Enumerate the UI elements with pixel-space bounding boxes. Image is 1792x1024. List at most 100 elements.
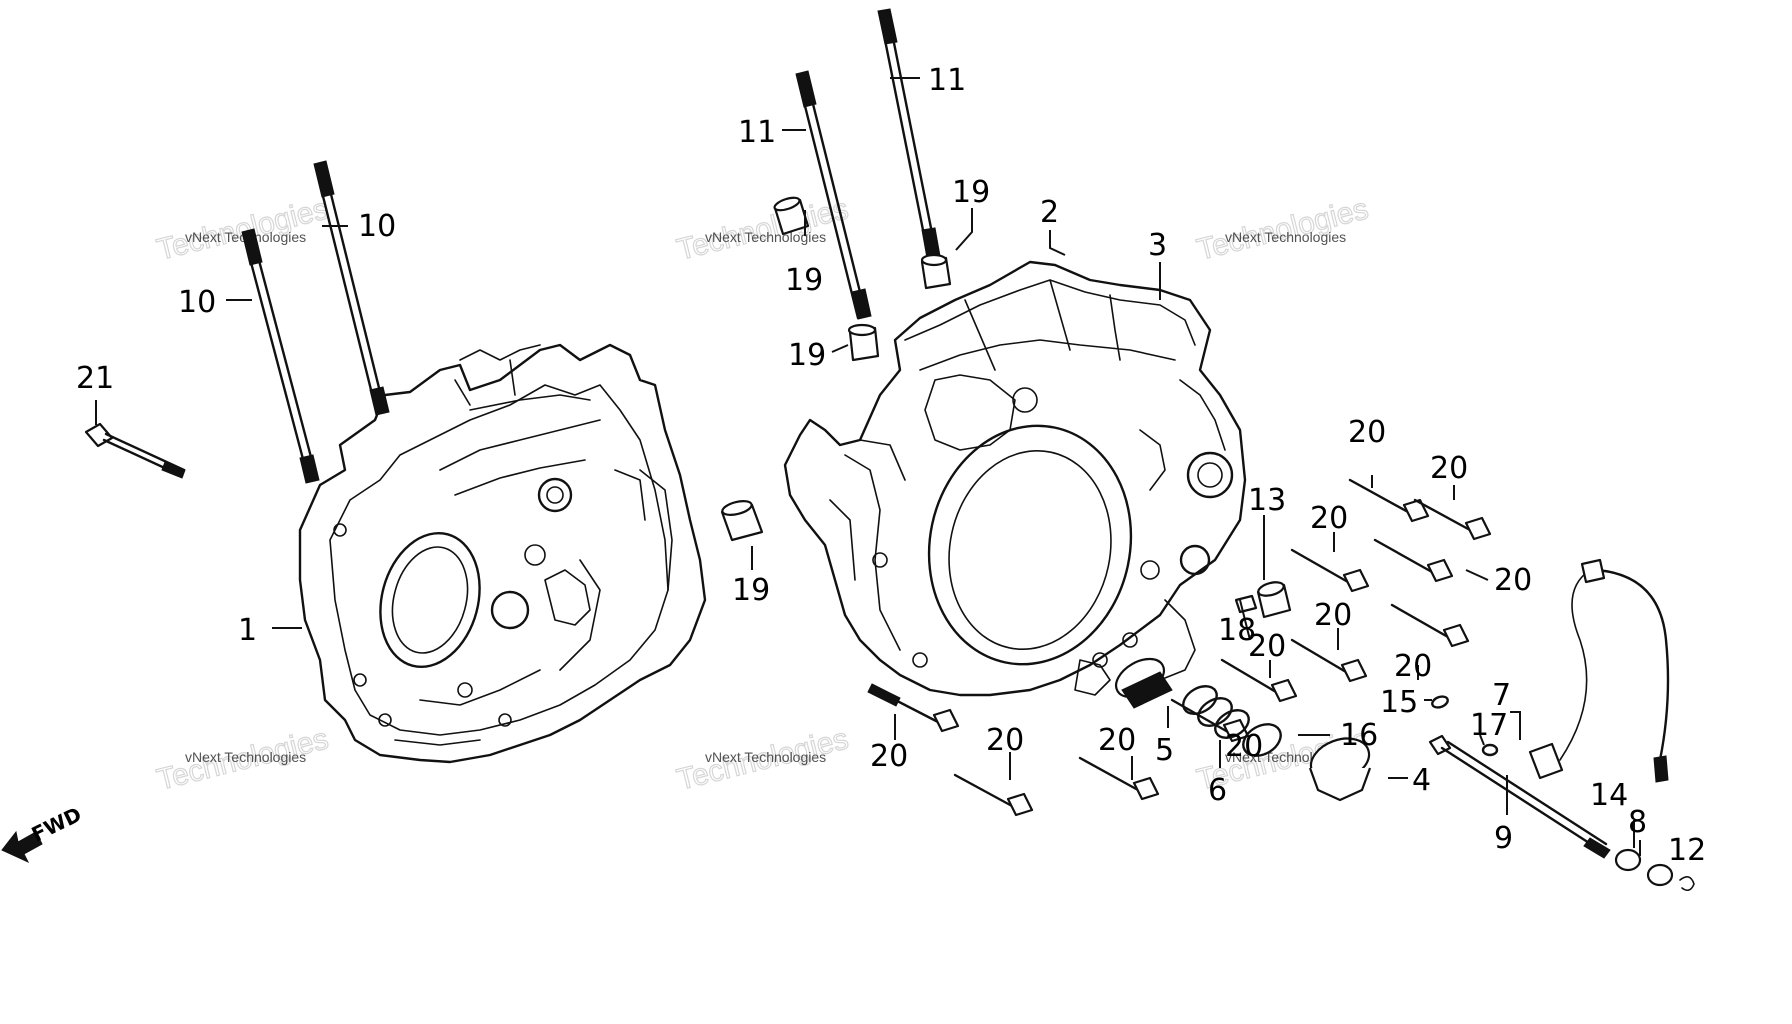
- stud-bolt-thread-bottom: [921, 227, 941, 259]
- fwd-arrow-icon: [1, 830, 43, 864]
- leader-line: [1479, 734, 1485, 746]
- bolt-20: [1290, 638, 1368, 683]
- left-crankcase-bearing-bore: [379, 531, 481, 669]
- left-crankcase-side-lip: [559, 469, 673, 671]
- left-crankcase: [298, 343, 707, 764]
- bolt-head: [1402, 498, 1430, 523]
- spring-coil: [1214, 709, 1250, 739]
- dowel-pin-19: [773, 196, 810, 236]
- bolt-head: [1340, 658, 1368, 683]
- callout-3: 3: [1148, 228, 1167, 263]
- shaft-body: [1440, 746, 1602, 852]
- callout-5: 5: [1155, 733, 1174, 768]
- stud-bolt-thread-top: [795, 70, 817, 108]
- stud-bolt-thread-top: [313, 160, 335, 198]
- cable-terminal: [1653, 755, 1669, 783]
- callout-19-top-left: 19: [785, 263, 823, 298]
- stud-bolt-10-left: [241, 228, 320, 484]
- shaft-body: [1446, 740, 1608, 846]
- watermark-text: vNext Technologies: [1225, 229, 1346, 245]
- callout-14: 14: [1590, 778, 1628, 813]
- callout-15: 15: [1380, 685, 1418, 720]
- left-crankcase-small-hole: [524, 544, 546, 566]
- stud-bolt-11-left: [795, 70, 872, 320]
- dowel-pin-19: [847, 323, 880, 362]
- callout-17: 17: [1470, 708, 1508, 743]
- right-crankcase-bolt-hole: [912, 652, 928, 668]
- callout-19-bottom: 19: [732, 573, 770, 608]
- bolt-shaft: [1078, 756, 1140, 792]
- bolt-20: [1078, 756, 1160, 801]
- bolt-head: [1342, 568, 1370, 593]
- bolt-20: [1390, 603, 1470, 648]
- right-crankcase-boss: [1186, 451, 1234, 499]
- left-crankcase-shaft-hole-inner: [546, 486, 564, 504]
- stud-bolt-11-right: [877, 8, 941, 259]
- leader-line: [831, 344, 849, 353]
- watermark: Technologies vNext Technologies: [673, 192, 852, 268]
- right-crankcase-hole: [1179, 544, 1211, 576]
- watermark: Technologies vNext Technologies: [153, 722, 332, 798]
- neutral-switch-7: [1528, 558, 1670, 783]
- right-crankcase-outline: [783, 260, 1247, 697]
- dowel-pin-19: [920, 253, 952, 290]
- pin-18: [1234, 594, 1258, 614]
- callout-20: 20: [1430, 451, 1468, 486]
- left-crankcase-lower-hole: [490, 590, 530, 630]
- bolt-20: [953, 773, 1034, 817]
- callout-10-left: 10: [178, 285, 216, 320]
- stud-bolt-thread-bottom: [299, 454, 320, 484]
- dowel-pin-end: [920, 253, 948, 267]
- left-crankcase-bolt-hole: [498, 713, 512, 727]
- nut-14: [1614, 848, 1642, 872]
- callout-20: 20: [1310, 501, 1348, 536]
- callout-19-top-right: 19: [952, 175, 990, 210]
- bolt-shaft: [1290, 548, 1350, 584]
- watermark: Technologies vNext Technologies: [673, 722, 852, 798]
- left-crankcase-bottom-rib: [394, 669, 541, 746]
- bolt-head: [1426, 558, 1454, 583]
- spring-coil: [1182, 685, 1218, 715]
- bolt-head: [1006, 792, 1034, 817]
- stud-bolt-shaft: [242, 234, 310, 480]
- shift-drum-shaft-9: [1428, 734, 1611, 859]
- callout-16: 16: [1340, 718, 1378, 753]
- right-crankcase: [783, 260, 1247, 697]
- right-crankcase-boss-inner: [1197, 462, 1223, 488]
- right-crankcase-lower-mount: [1074, 659, 1111, 696]
- o-ring-16: [1242, 723, 1282, 757]
- callout-20: 20: [1098, 723, 1136, 758]
- callout-18: 18: [1218, 613, 1256, 648]
- bolt-thread: [161, 461, 186, 479]
- right-crankcase-clutch-bore: [927, 424, 1133, 666]
- callout-13: 13: [1248, 483, 1286, 518]
- left-crankcase-outline: [298, 343, 707, 764]
- leader-line: [1049, 230, 1066, 256]
- stud-bolt-shaft: [322, 164, 386, 410]
- right-crankcase-frame: [924, 374, 1016, 451]
- bolt-shaft: [1290, 638, 1348, 674]
- nut-8: [1646, 863, 1674, 887]
- right-crankcase-oil-port: [1012, 387, 1038, 413]
- bolt-head: [1222, 718, 1250, 743]
- callout-20: 20: [1225, 729, 1263, 764]
- washer-17: [1481, 743, 1499, 757]
- stud-bolt-shaft: [314, 166, 378, 412]
- callout-10-right: 10: [358, 209, 396, 244]
- oil-filter-screen-5: [1115, 657, 1173, 709]
- stud-bolt-thread-bottom: [851, 288, 872, 320]
- collar-end: [1257, 581, 1285, 597]
- flange-bolts-20: [867, 478, 1492, 817]
- o-ring-15: [1431, 695, 1449, 709]
- callout-19-middle: 19: [788, 338, 826, 373]
- bolt-20: [1413, 498, 1492, 541]
- clip-curve: [1679, 876, 1695, 892]
- o-ring-circle: [1242, 723, 1282, 757]
- callout-20: 20: [1494, 563, 1532, 598]
- bolt-head: [1464, 516, 1492, 541]
- leader-line: [955, 208, 973, 251]
- pin-body: [1234, 594, 1258, 614]
- drain-cap-4: [1308, 737, 1372, 802]
- spring-6: [1182, 685, 1250, 739]
- watermark-text: vNext Technologies: [185, 749, 306, 765]
